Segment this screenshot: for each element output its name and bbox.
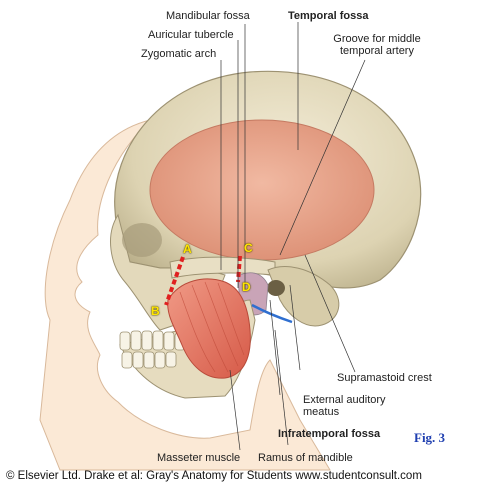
label-supramastoid-crest: Supramastoid crest (337, 372, 432, 384)
label-external-auditory-line1: External auditory (303, 394, 386, 406)
label-mandibular-fossa: Mandibular fossa (166, 10, 250, 22)
label-groove-line2: temporal artery (340, 45, 414, 57)
temporal-fossa-area (149, 119, 375, 261)
point-a: A (183, 242, 192, 256)
figure-number: Fig. 3 (414, 430, 446, 445)
label-temporal-fossa: Temporal fossa (288, 10, 369, 22)
label-ramus-of-mandible: Ramus of mandible (258, 452, 353, 464)
masseter-fibers (179, 281, 245, 373)
marker-line-a-b (164, 256, 185, 306)
point-c: C (244, 241, 253, 255)
label-groove-line1: Groove for middle (333, 33, 421, 45)
point-d: D (242, 280, 251, 294)
maxillary-artery (251, 303, 293, 324)
external-auditory-opening (267, 280, 285, 296)
copyright-notice: © Elsevier Ltd. Drake et al: Gray's Anat… (6, 470, 422, 482)
label-external-auditory-line2: meatus (303, 406, 340, 418)
label-auricular-tubercle: Auricular tubercle (148, 29, 234, 41)
leader-lines (220, 22, 366, 451)
face-skin (39, 119, 331, 471)
label-external-auditory-meatus: External auditory meatus (303, 394, 386, 418)
label-groove-middle-temporal-artery: Groove for middle temporal artery (322, 33, 432, 57)
orbit (122, 223, 162, 257)
point-b: B (151, 304, 160, 318)
label-infratemporal-fossa: Infratemporal fossa (278, 428, 381, 440)
marker-line-c-d (236, 255, 242, 283)
label-zygomatic-arch: Zygomatic arch (141, 48, 217, 60)
label-masseter-muscle: Masseter muscle (157, 452, 241, 464)
